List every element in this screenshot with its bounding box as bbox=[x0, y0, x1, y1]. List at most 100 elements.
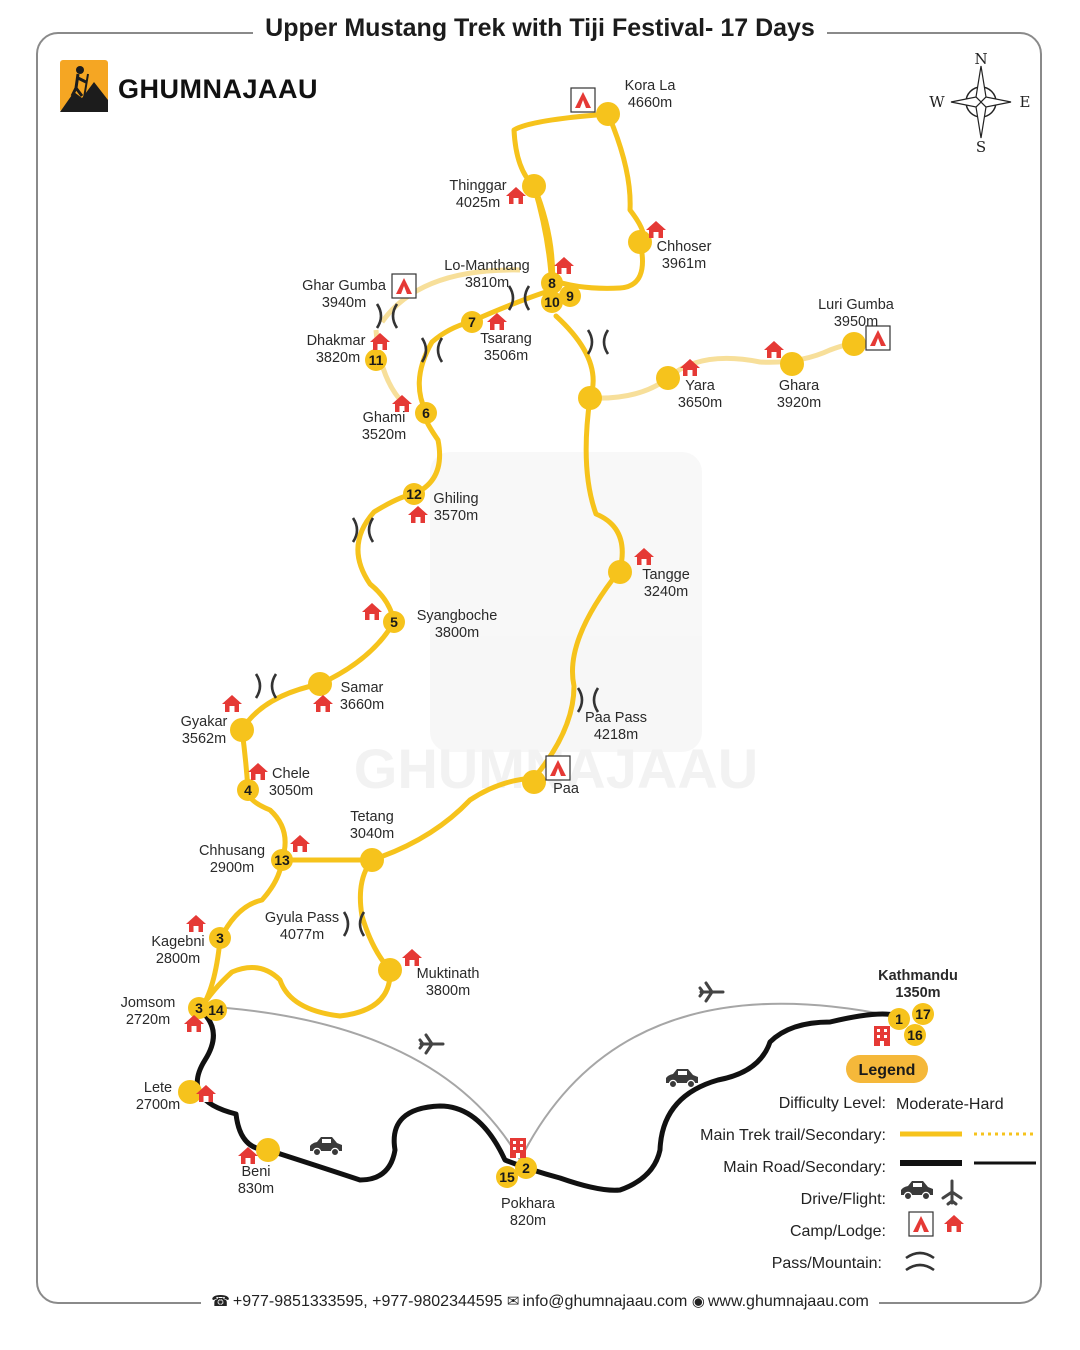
alt-chhoser: 3961m bbox=[662, 256, 706, 272]
alt-pokhara: 820m bbox=[510, 1213, 546, 1229]
label-kagebni: Kagebni bbox=[151, 934, 204, 950]
lodge-icon bbox=[554, 257, 574, 274]
pass-icon bbox=[507, 284, 531, 312]
day-4: 4 bbox=[244, 782, 252, 798]
place-labels: Kora La 4660m Thinggar 4025m Chhoser 396… bbox=[121, 78, 958, 1229]
footer-contacts: ☎+977-9851333595, +977-9802344595 ✉info@… bbox=[201, 1293, 879, 1310]
main-road bbox=[194, 1008, 899, 1193]
label-ghara: Ghara bbox=[779, 378, 820, 394]
waypoint-samar bbox=[308, 672, 332, 696]
compass-e: E bbox=[1020, 93, 1031, 111]
lodge-icon bbox=[248, 763, 268, 780]
alt-chhusang: 2900m bbox=[210, 860, 254, 876]
phone-icon: ☎ bbox=[211, 1293, 230, 1310]
alt-lete: 2700m bbox=[136, 1097, 180, 1113]
legend-pass-label: Pass/Mountain: bbox=[772, 1255, 882, 1272]
alt-jomsom: 2720m bbox=[126, 1012, 170, 1028]
waypoints bbox=[178, 102, 866, 1162]
lodge-icon bbox=[362, 603, 382, 620]
compass-icon: N S W E bbox=[929, 50, 1030, 156]
legend-road-label: Main Road/Secondary: bbox=[723, 1159, 886, 1176]
main-trek-trail bbox=[197, 111, 646, 1019]
waypoint-chhoser bbox=[628, 230, 652, 254]
plane-icon bbox=[698, 981, 725, 1003]
alt-beni: 830m bbox=[238, 1181, 274, 1197]
flight-arc-jomsom bbox=[199, 1005, 521, 1161]
waypoint-ghara bbox=[780, 352, 804, 376]
label-gyakar: Gyakar bbox=[181, 714, 228, 730]
waypoint-thinggar bbox=[522, 174, 546, 198]
footer-website[interactable]: www.ghumnajaau.com bbox=[707, 1293, 869, 1310]
day-10: 10 bbox=[544, 294, 560, 310]
alt-tsarang: 3506m bbox=[484, 348, 528, 364]
waypoint-kora-la bbox=[596, 102, 620, 126]
alt-ghami: 3520m bbox=[362, 427, 406, 443]
footer: ☎+977-9851333595, +977-9802344595 ✉info@… bbox=[0, 1292, 1080, 1311]
alt-paa-pass: 4218m bbox=[594, 727, 638, 743]
lodge-icon bbox=[313, 695, 333, 712]
compass-n: N bbox=[974, 50, 987, 68]
waypoint-yara bbox=[656, 366, 680, 390]
alt-muktinath: 3800m bbox=[426, 983, 470, 999]
waypoint-lete bbox=[178, 1080, 202, 1104]
hotel-icon bbox=[510, 1138, 526, 1158]
alt-syangboche: 3800m bbox=[435, 625, 479, 641]
waypoint-gyakar bbox=[230, 718, 254, 742]
legend-title: Legend bbox=[859, 1062, 916, 1079]
label-samar: Samar bbox=[341, 680, 384, 696]
alt-tangge: 3240m bbox=[644, 584, 688, 600]
legend-difficulty-value: Moderate-Hard bbox=[896, 1096, 1004, 1113]
day-3-jomsom: 3 bbox=[195, 1000, 203, 1016]
label-thinggar: Thinggar bbox=[449, 178, 506, 194]
alt-luri-gumba: 3950m bbox=[834, 314, 878, 330]
waypoint-junction bbox=[578, 386, 602, 410]
footer-email[interactable]: info@ghumnajaau.com bbox=[522, 1293, 688, 1310]
lodge-icon bbox=[222, 695, 242, 712]
alt-ghar-gumba: 3940m bbox=[322, 295, 366, 311]
brand-name: GHUMNAJAAU bbox=[118, 74, 318, 104]
email-icon: ✉ bbox=[506, 1293, 520, 1310]
waypoint-luri-gumba bbox=[842, 332, 866, 356]
label-jomsom: Jomsom bbox=[121, 995, 176, 1011]
label-gyula-pass: Gyula Pass bbox=[265, 910, 339, 926]
map-title-wrap: Upper Mustang Trek with Tiji Festival- 1… bbox=[0, 14, 1080, 43]
camp-icon bbox=[545, 755, 571, 781]
legend: Legend Difficulty Level: Moderate-Hard M… bbox=[700, 1055, 1036, 1272]
lodge-icon bbox=[646, 221, 666, 238]
alt-tetang: 3040m bbox=[350, 826, 394, 842]
car-icon bbox=[665, 1068, 699, 1089]
alt-thinggar: 4025m bbox=[456, 195, 500, 211]
alt-kagebni: 2800m bbox=[156, 951, 200, 967]
alt-ghiling: 3570m bbox=[434, 508, 478, 524]
waypoint-tetang bbox=[360, 848, 384, 872]
car-icon bbox=[309, 1136, 343, 1157]
alt-gyula-pass: 4077m bbox=[280, 927, 324, 943]
label-ghar-gumba: Ghar Gumba bbox=[302, 278, 387, 294]
legend-badge bbox=[846, 1055, 928, 1083]
label-paa: Paa bbox=[553, 781, 580, 797]
car-icon bbox=[900, 1180, 934, 1201]
label-dhakmar: Dhakmar bbox=[307, 333, 366, 349]
footer-phones[interactable]: +977-9851333595, +977-9802344595 bbox=[232, 1293, 503, 1310]
day-2: 2 bbox=[522, 1160, 530, 1176]
lodge-icon bbox=[290, 835, 310, 852]
plane-icon bbox=[941, 1179, 963, 1206]
label-chele: Chele bbox=[272, 766, 310, 782]
day-12: 12 bbox=[406, 486, 422, 502]
alt-yara: 3650m bbox=[678, 395, 722, 411]
pass-icon bbox=[342, 910, 366, 938]
label-tetang: Tetang bbox=[350, 809, 394, 825]
day-8: 8 bbox=[548, 275, 556, 291]
day-16: 16 bbox=[907, 1027, 923, 1043]
lodge-icon bbox=[944, 1215, 964, 1232]
lodge-icon bbox=[186, 915, 206, 932]
alt-kathmandu: 1350m bbox=[895, 985, 940, 1001]
label-muktinath: Muktinath bbox=[417, 966, 480, 982]
label-chhusang: Chhusang bbox=[199, 843, 265, 859]
alt-ghara: 3920m bbox=[777, 395, 821, 411]
alt-lo-manthang: 3810m bbox=[465, 275, 509, 291]
day-6: 6 bbox=[422, 405, 430, 421]
legend-transport-label: Drive/Flight: bbox=[801, 1191, 886, 1208]
legend-trail-label: Main Trek trail/Secondary: bbox=[700, 1127, 886, 1144]
